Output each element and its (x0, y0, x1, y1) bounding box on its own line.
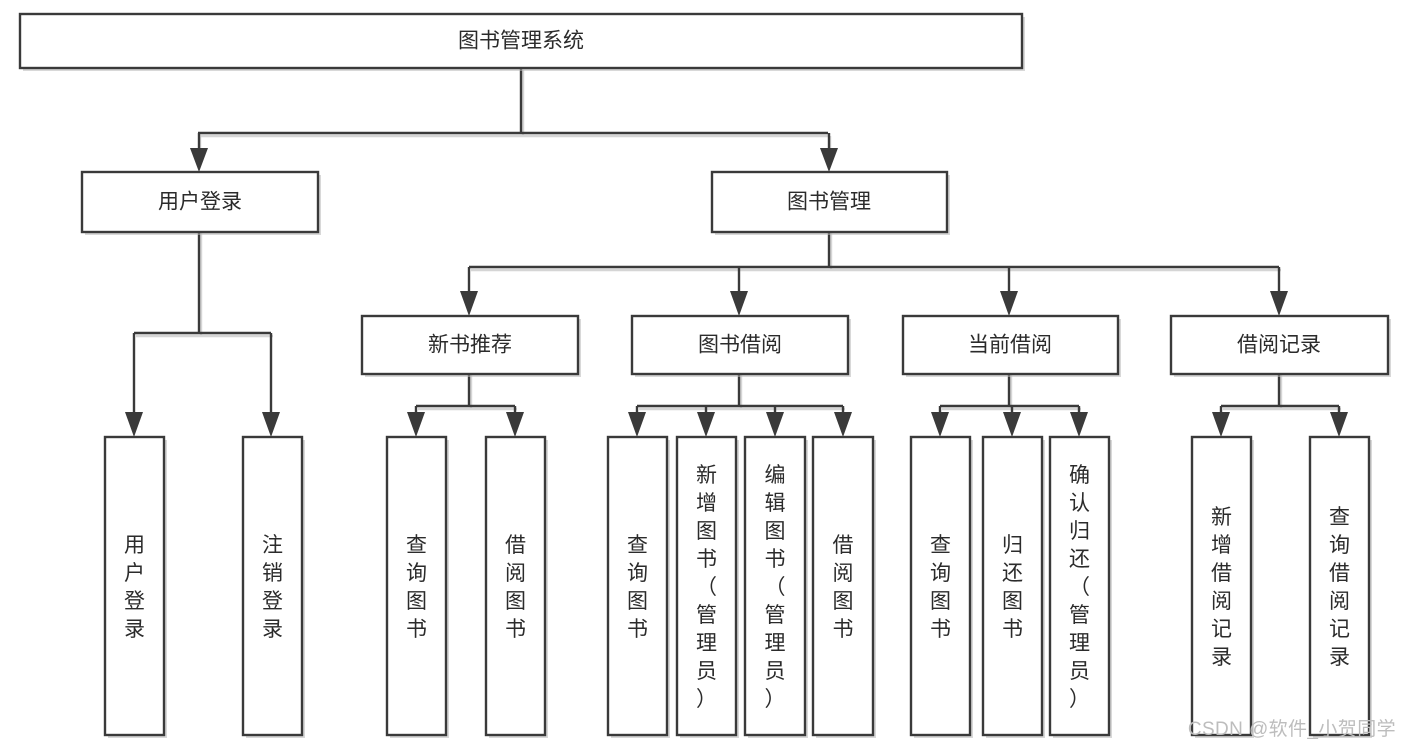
connector-newbook-to-leaves (407, 374, 524, 437)
leaf-return-book-label: 归还图书 (1002, 534, 1023, 641)
connector-bookmanage-to-level3 (460, 232, 1288, 316)
leaf-add-record[interactable]: 新增借阅记录 (1190, 435, 1254, 738)
leaf-query-book-1[interactable]: 查询图书 (385, 435, 449, 738)
leaf-borrow-book-2[interactable]: 借阅图书 (811, 435, 876, 738)
leaf-query-book-1-label: 查询图书 (406, 534, 427, 641)
leaf-node-layer: 用户登录 注销登录 查询图书 借阅图书 查询图书 新增图书（管理员） 编辑图书（管理员） 借阅… (103, 435, 1372, 738)
node-user-login-label: 用户登录 (158, 191, 242, 214)
leaf-logout-label: 注销登录 (262, 534, 283, 641)
connector-root-to-level2 (190, 68, 838, 172)
node-book-borrow-label: 图书借阅 (698, 334, 782, 357)
watermark-text: CSDN @软件_小贺同学 (1187, 719, 1396, 740)
node-user-login[interactable]: 用户登录 (80, 170, 321, 235)
connector-userlogin-to-leaves (125, 232, 280, 437)
node-borrow-record[interactable]: 借阅记录 (1169, 314, 1391, 377)
leaf-query-record-label: 查询借阅记录 (1329, 506, 1350, 669)
node-new-book-rec[interactable]: 新书推荐 (360, 314, 581, 377)
node-root-label: 图书管理系统 (458, 30, 584, 53)
leaf-edit-book-label: 编辑图书（管理员） (765, 464, 786, 711)
leaf-confirm-return-label: 确认归还（管理员） (1069, 464, 1090, 711)
node-root[interactable]: 图书管理系统 (18, 12, 1025, 71)
leaf-logout[interactable]: 注销登录 (241, 435, 305, 738)
leaf-edit-book[interactable]: 编辑图书（管理员） (743, 435, 808, 738)
leaf-query-book-3-label: 查询图书 (930, 534, 951, 641)
connector-bookborrow-to-leaves (628, 374, 852, 437)
connector-currentborrow-to-leaves (931, 374, 1088, 437)
node-current-borrow-label: 当前借阅 (968, 334, 1052, 357)
node-current-borrow[interactable]: 当前借阅 (901, 314, 1121, 377)
node-book-borrow[interactable]: 图书借阅 (630, 314, 851, 377)
leaf-confirm-return[interactable]: 确认归还（管理员） (1048, 435, 1112, 738)
node-book-manage[interactable]: 图书管理 (710, 170, 950, 235)
leaf-return-book[interactable]: 归还图书 (981, 435, 1045, 738)
node-new-book-rec-label: 新书推荐 (428, 334, 512, 357)
leaf-borrow-book-1-label: 借阅图书 (505, 534, 526, 641)
connector-borrowrecord-to-leaves (1212, 374, 1348, 437)
leaf-query-book-3[interactable]: 查询图书 (909, 435, 973, 738)
leaf-query-book-2[interactable]: 查询图书 (606, 435, 670, 738)
leaf-query-record[interactable]: 查询借阅记录 (1308, 435, 1372, 738)
node-book-manage-label: 图书管理 (787, 191, 871, 214)
leaf-borrow-book-1[interactable]: 借阅图书 (484, 435, 548, 738)
leaf-user-login[interactable]: 用户登录 (103, 435, 167, 738)
leaf-add-book[interactable]: 新增图书（管理员） (675, 435, 739, 738)
node-borrow-record-label: 借阅记录 (1237, 334, 1321, 357)
leaf-add-record-label: 新增借阅记录 (1211, 506, 1232, 669)
leaf-borrow-book-2-label: 借阅图书 (833, 534, 854, 641)
leaf-user-login-label: 用户登录 (124, 534, 145, 641)
connector-layer (125, 68, 1348, 437)
leaf-query-book-2-label: 查询图书 (627, 534, 648, 641)
leaf-add-book-label: 新增图书（管理员） (696, 464, 717, 711)
